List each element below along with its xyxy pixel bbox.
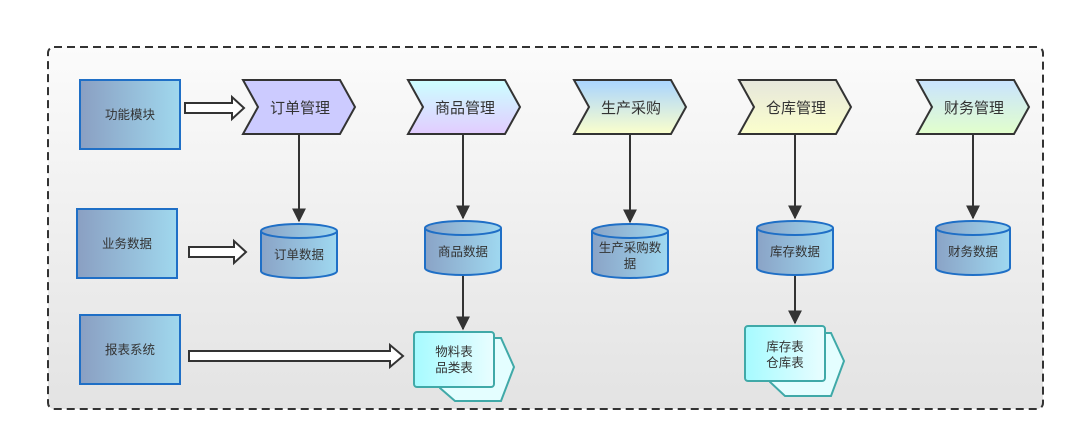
data-store-label-line2: 据 [624,256,637,271]
row-label-report-system: 报表系统 [79,314,181,385]
module-label: 订单管理 [270,99,330,117]
module-label: 生产采购 [601,99,661,117]
module-finance[interactable]: 财务管理 [915,79,1031,135]
row-label-text: 功能模块 [105,107,156,122]
module-product[interactable]: 商品管理 [406,79,522,135]
data-store-label: 财务数据 [948,244,998,259]
data-store-label-line1: 生产采购数 [599,240,662,255]
block-arrow-business-data [188,238,248,266]
report-product[interactable]: 物料表 品类表 [413,331,516,402]
row-label-modules: 功能模块 [79,79,181,150]
row-label-business-data: 业务数据 [76,208,178,279]
module-purchase[interactable]: 生产采购 [572,79,688,135]
report-label-line1: 物料表 [435,344,473,359]
report-front-shape [413,331,495,388]
data-store-purchase[interactable]: 生产采购数 据 [591,223,669,279]
data-store-label: 商品数据 [438,244,488,259]
report-label-line2: 仓库表 [766,355,804,370]
module-label: 商品管理 [435,99,495,117]
row-label-text: 报表系统 [105,342,155,357]
report-front-shape [744,325,826,382]
module-order[interactable]: 订单管理 [241,79,357,135]
data-store-finance[interactable]: 财务数据 [935,220,1011,276]
module-label: 仓库管理 [766,99,826,117]
module-label: 财务管理 [944,99,1004,117]
report-label-line1: 库存表 [766,339,804,354]
data-store-order[interactable]: 订单数据 [260,223,338,279]
module-warehouse[interactable]: 仓库管理 [737,79,853,135]
block-arrow-modules [184,94,246,122]
data-store-label: 库存数据 [770,244,820,259]
report-label-line2: 品类表 [435,360,473,375]
row-label-text: 业务数据 [102,236,152,251]
report-warehouse[interactable]: 库存表 仓库表 [744,325,846,397]
block-arrow-report-system [188,342,405,370]
data-store-label: 订单数据 [274,247,324,262]
data-store-product[interactable]: 商品数据 [424,220,502,276]
data-store-warehouse[interactable]: 库存数据 [756,220,834,276]
